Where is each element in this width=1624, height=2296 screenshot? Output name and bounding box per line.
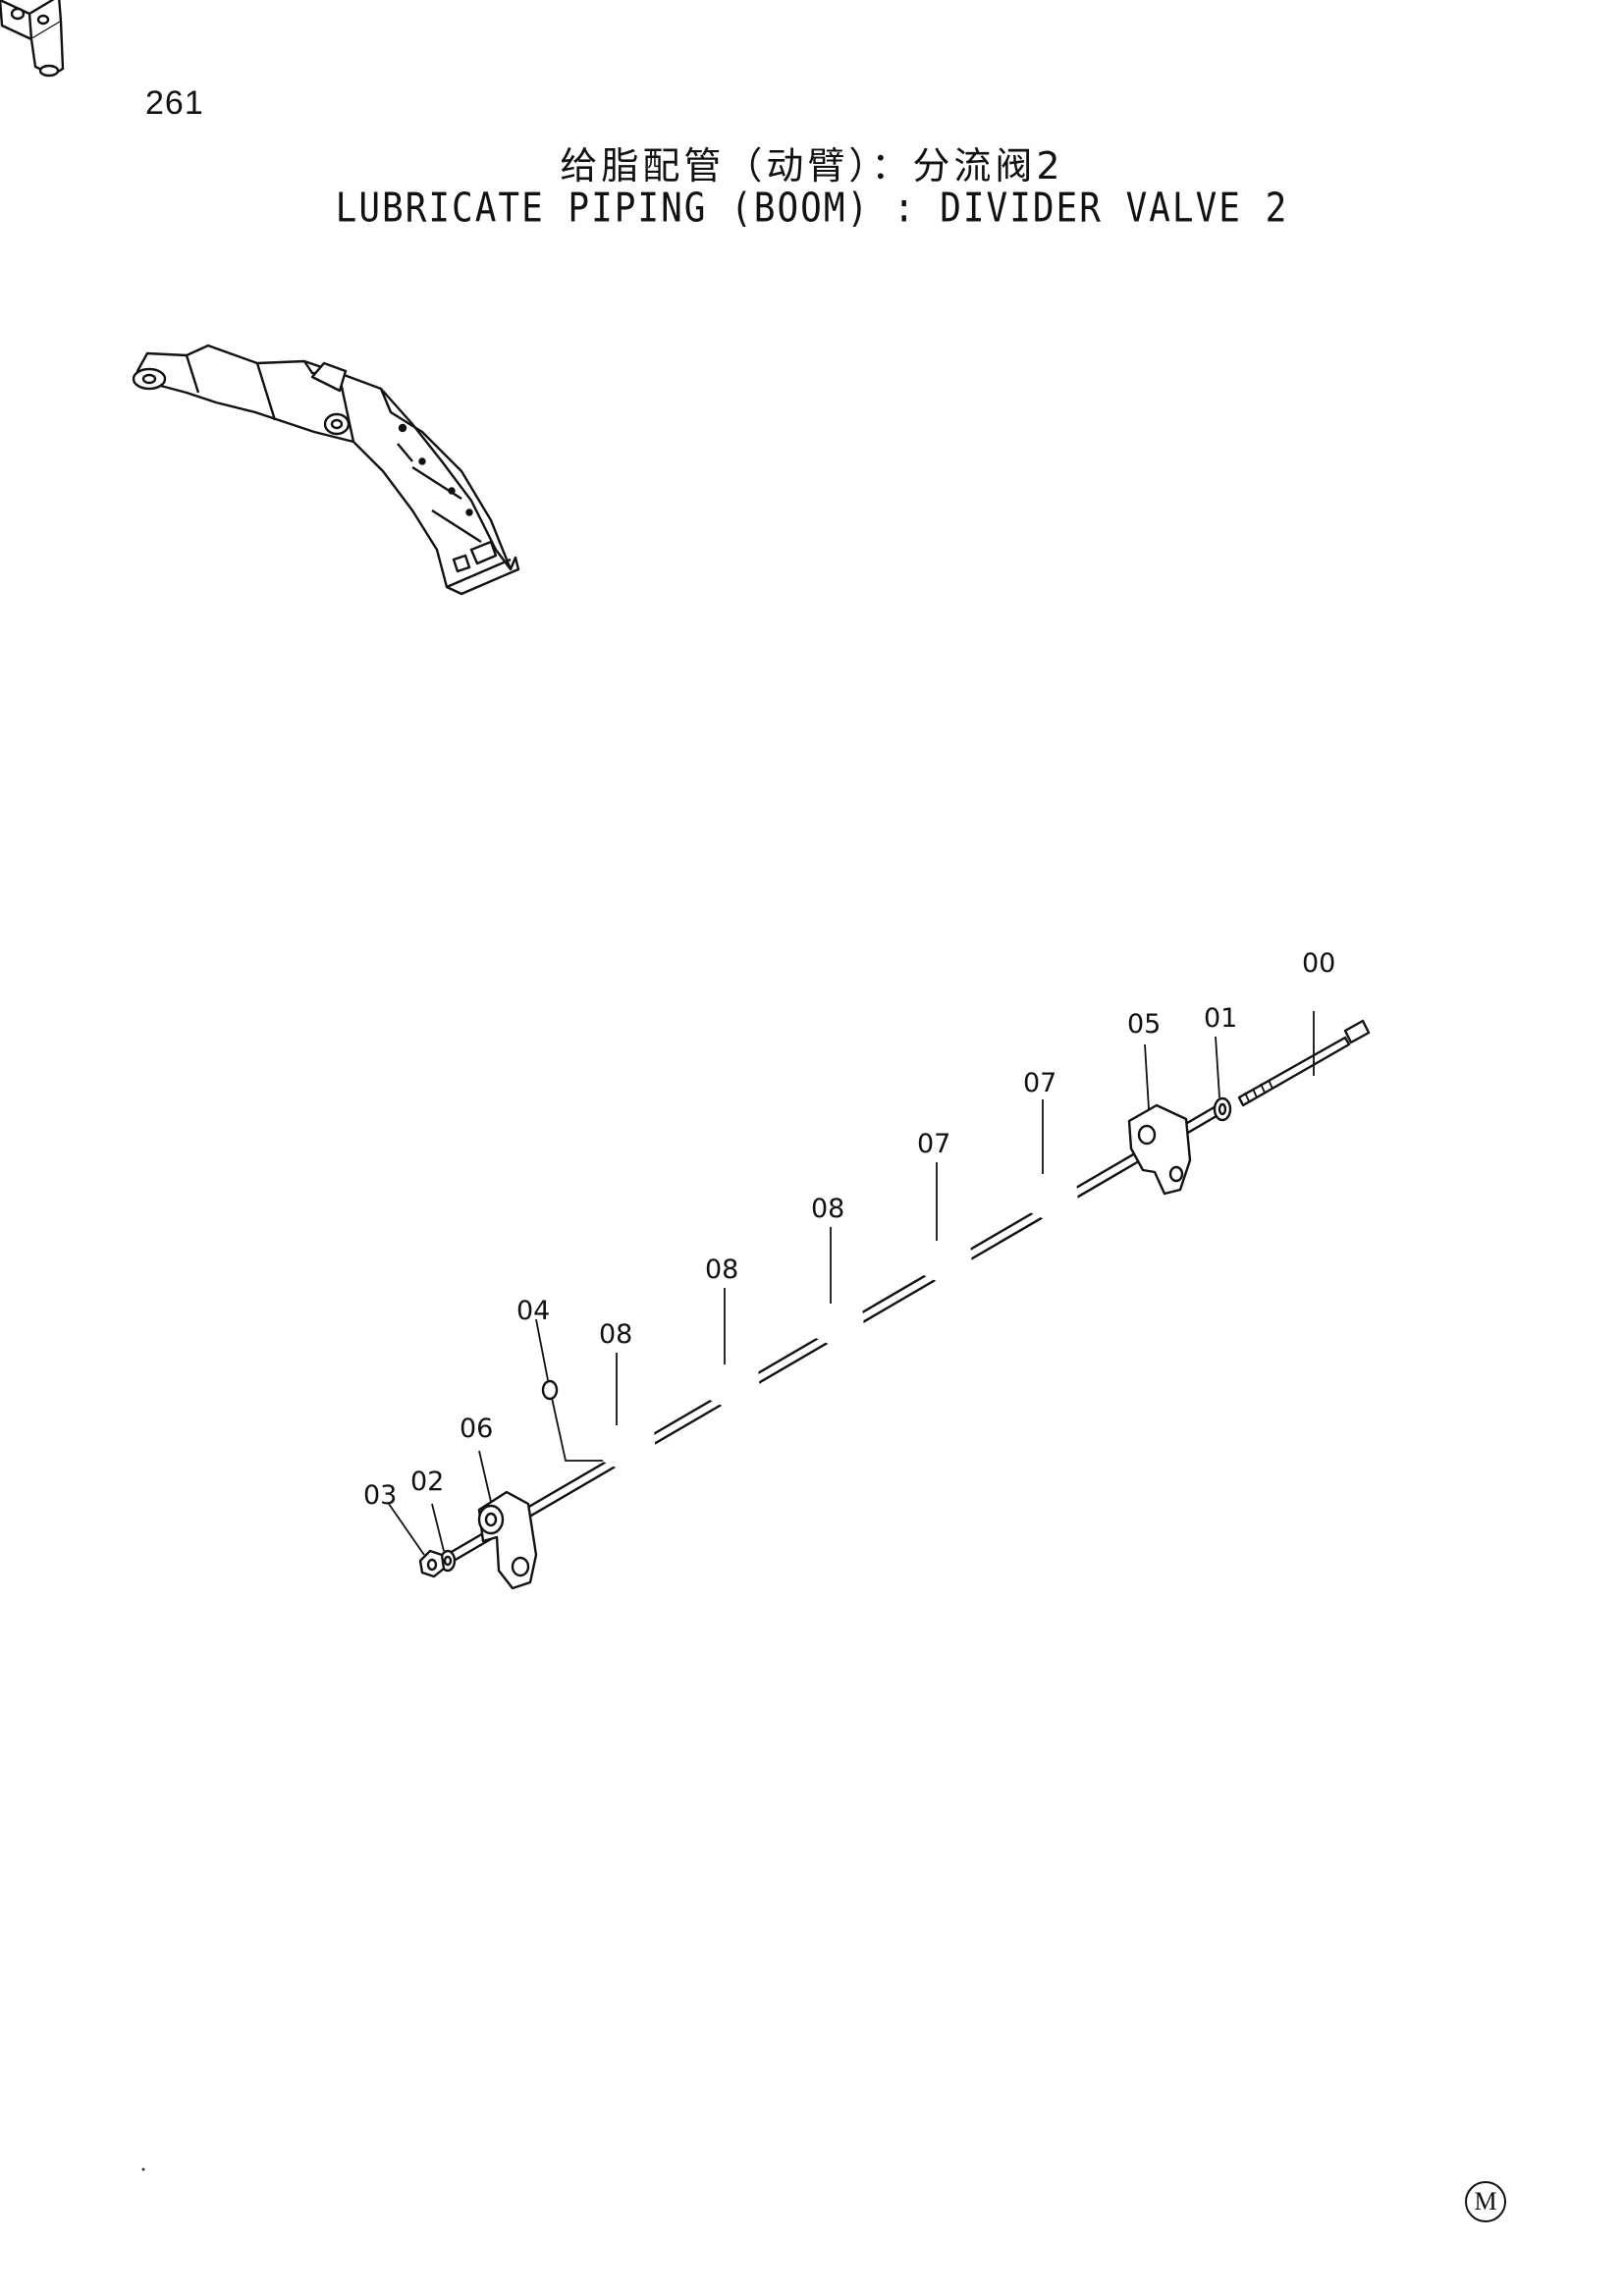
leader-lines	[388, 1011, 1315, 1556]
callout-07-upper: 07	[1023, 1068, 1056, 1098]
scan-speck	[141, 2167, 145, 2171]
valve-block-08-2	[697, 1351, 764, 1448]
callout-02: 02	[410, 1467, 444, 1497]
page-number: 261	[145, 84, 204, 122]
valve-block-08-3	[801, 1288, 868, 1385]
boom-illustration	[132, 344, 520, 596]
callout-00: 00	[1302, 948, 1335, 979]
callout-06: 06	[460, 1414, 493, 1444]
divider-valve-assembly	[0, 0, 1371, 1590]
valve-block-07-2	[1015, 1162, 1082, 1259]
callout-08-middle: 08	[705, 1255, 738, 1285]
valve-block-08-1	[593, 1414, 660, 1511]
callout-07-lower: 07	[917, 1129, 950, 1159]
callout-08-upper: 08	[811, 1194, 844, 1224]
maker-mark-icon: M	[1465, 2181, 1506, 2222]
title-english: LUBRICATE PIPING (BOOM) : DIVIDER VALVE …	[335, 185, 1289, 233]
valve-block-07-1	[909, 1225, 976, 1322]
callout-03: 03	[363, 1480, 397, 1511]
callout-01: 01	[1204, 1003, 1237, 1034]
callout-04: 04	[516, 1296, 550, 1326]
callout-08-lower: 08	[599, 1319, 632, 1350]
callout-05: 05	[1127, 1009, 1161, 1040]
title-chinese: 给脂配管（动臂）：分流阀2	[560, 144, 1064, 187]
